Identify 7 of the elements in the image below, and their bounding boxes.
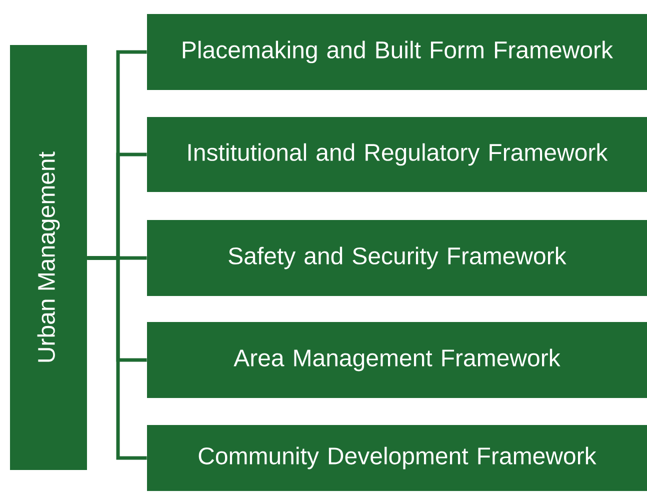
framework-box: Community Development Framework xyxy=(147,425,647,491)
category-bar: Urban Management xyxy=(10,45,87,470)
framework-box: Safety and Security Framework xyxy=(147,220,647,296)
bracket-connector xyxy=(87,256,147,460)
framework-box: Placemaking and Built Form Framework xyxy=(147,14,647,90)
framework-box: Institutional and Regulatory Framework xyxy=(147,117,647,192)
framework-box: Area Management Framework xyxy=(147,322,647,398)
